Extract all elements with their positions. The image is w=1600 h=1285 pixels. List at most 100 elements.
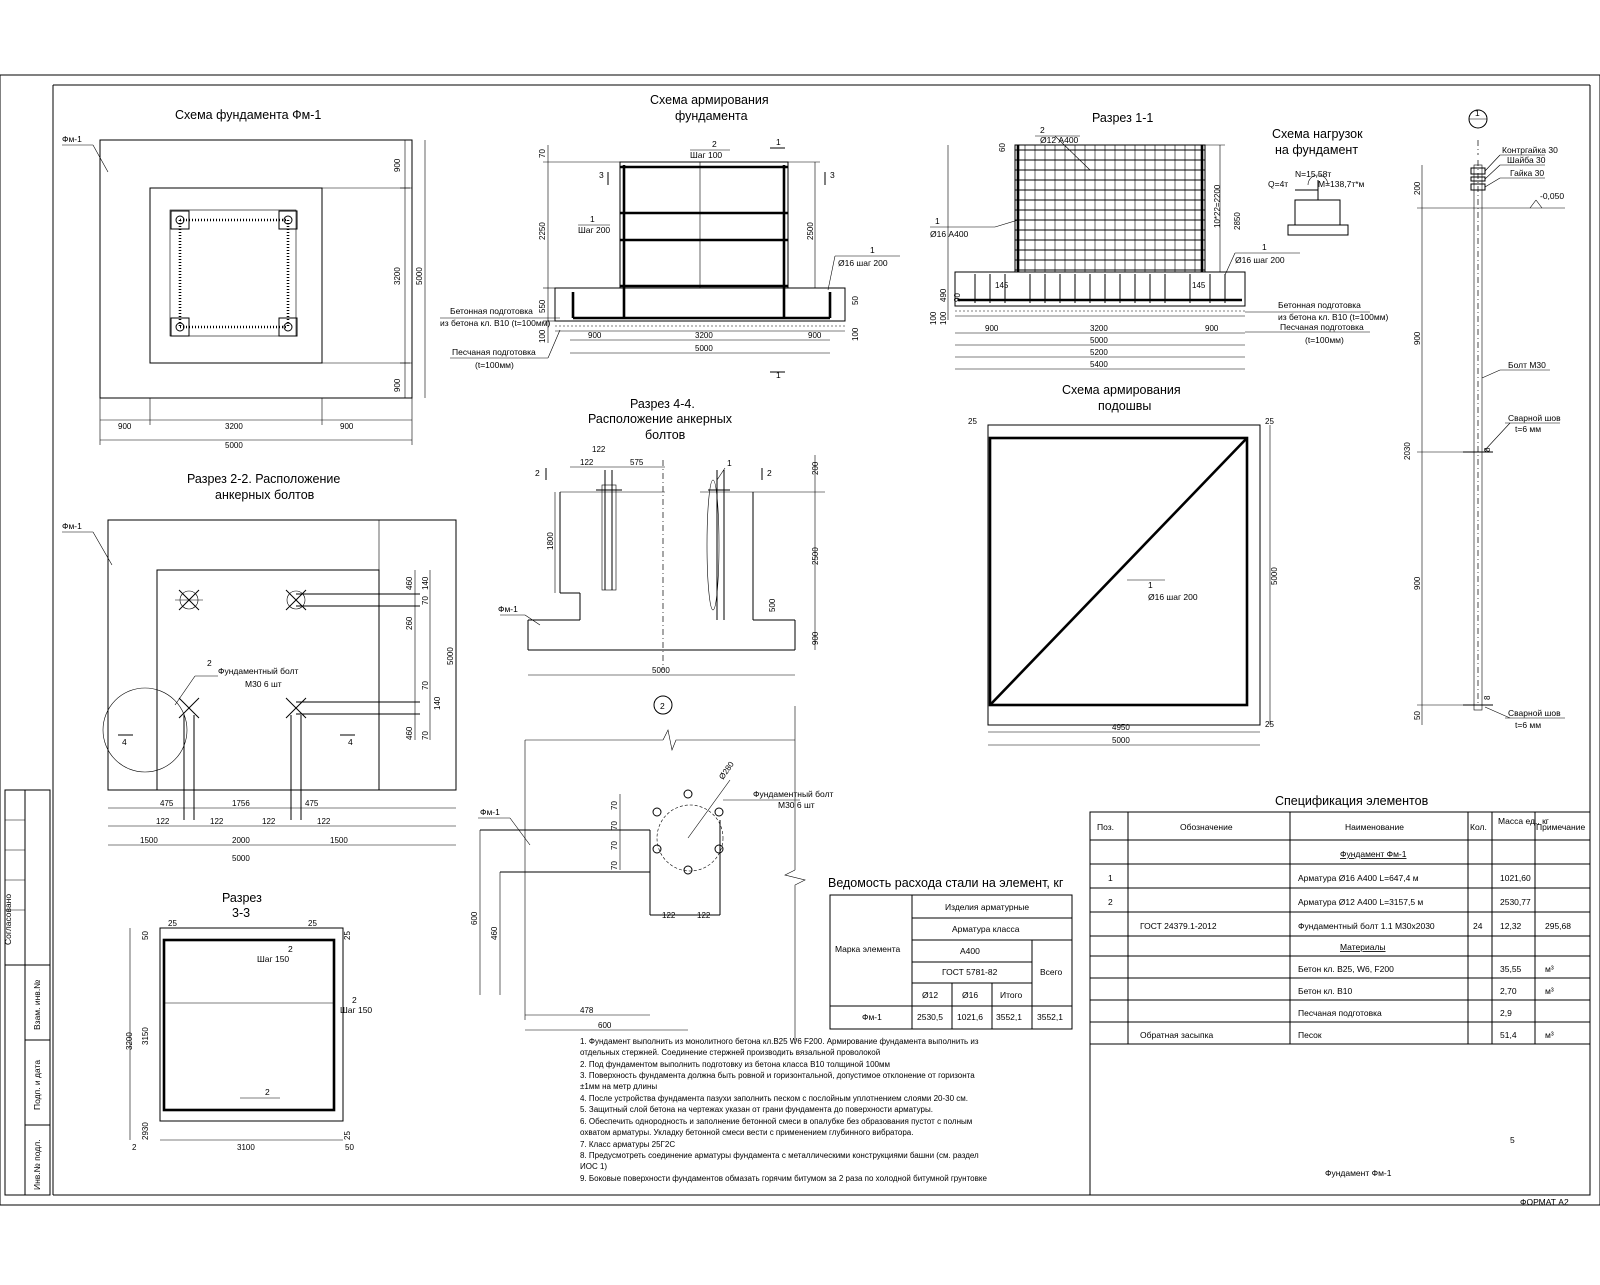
sec22-dim-70a: 70 [421, 596, 430, 605]
detail2-dim-478: 478 [580, 1006, 594, 1015]
sec22-bolt-tl [175, 589, 203, 611]
plan-dim-900b: 900 [393, 378, 402, 392]
steel-h-class: Арматура класса [952, 924, 1020, 934]
load-n: N=15,58т [1295, 169, 1331, 179]
sec11-dim-5000: 5000 [1090, 336, 1108, 345]
note-line-3: 3. Поверхность фундамента должна быть ро… [580, 1071, 975, 1080]
sole-title-2: подошвы [1098, 399, 1151, 413]
sec44-title-2: Расположение анкерных [588, 412, 733, 426]
spec-cell-3-5: 295,68 [1545, 921, 1571, 931]
sec11-dim-900a: 900 [985, 324, 999, 333]
spec-cell-8-5: м³ [1545, 1030, 1554, 1040]
steel-h-itogo: Итого [1000, 990, 1023, 1000]
bolt-dim-8b: 8 [1483, 695, 1492, 700]
note-line-12: 9. Боковые поверхности фундаментов обмаз… [580, 1174, 987, 1183]
sec22-dim-1500a: 1500 [140, 836, 158, 845]
steel-row-mark: Фм-1 [862, 1012, 882, 1022]
steel-h-d16: Ø16 [962, 990, 978, 1000]
sec22-bolt-bl [102, 687, 200, 820]
detail2-dim-600v: 600 [470, 911, 479, 925]
sec44-mark2-right: 2 [767, 468, 772, 478]
reinf-prep-1: Бетонная подготовка [450, 306, 533, 316]
spec-table: Спецификация элементов Поз. Обозначение … [1089, 794, 1591, 1045]
reinf-sand-2: (t=100мм) [475, 360, 514, 370]
spec-cell-5-2: Бетон кл. В25, W6, F200 [1298, 964, 1394, 974]
bolt-dim-900b: 900 [1413, 576, 1422, 590]
sec11-pos1a: 1 [935, 216, 940, 226]
detail2-dim-70d: 70 [610, 861, 619, 870]
sign-date-label: Подп. и дата [32, 1060, 42, 1110]
sec22-dim-1756: 1756 [232, 799, 250, 808]
sole-dim-4950: 4950 [1112, 723, 1130, 732]
detail2-dim-70a: 70 [610, 801, 619, 810]
sec11-sand-2: (t=100мм) [1305, 335, 1344, 345]
sec22-dim-70c: 70 [421, 731, 430, 740]
plan-dim-900d: 900 [340, 422, 354, 431]
sec11-title: Разрез 1-1 [1092, 111, 1153, 125]
agreed-label: Согласовано [3, 894, 13, 945]
spec-cell-1-4: 1021,60 [1500, 873, 1531, 883]
note-line-10: 8. Предусмотреть соединение арматуры фун… [580, 1151, 979, 1160]
plan-view: Схема фундамента Фм-1 Фм-1 900 3200 900 … [62, 108, 426, 450]
sec11-sand-1: Песчаная подготовка [1280, 322, 1364, 332]
sec22-dim-140a: 140 [421, 576, 430, 590]
steel-title: Ведомость расхода стали на элемент, кг [828, 876, 1064, 890]
bolt-weld1-b: t=6 мм [1515, 424, 1541, 434]
sec22-dim-2000: 2000 [232, 836, 250, 845]
bolt-weld2-a: Сварной шов [1508, 708, 1561, 718]
sec22-dim-460a: 460 [405, 576, 414, 590]
sec33-dim-25b: 25 [308, 919, 317, 928]
sec22-dim-122b: 122 [210, 817, 224, 826]
sec22-dim-122c: 122 [262, 817, 276, 826]
steel-h-a400: А400 [960, 946, 980, 956]
steel-row-d16: 1021,6 [957, 1012, 983, 1022]
reinf-title-2: фундамента [675, 109, 748, 123]
section-1-1: Разрез 1-1 [929, 111, 1389, 370]
detail2-d280: Ø280 [717, 760, 736, 782]
spec-cell-6-5: м³ [1545, 986, 1554, 996]
sec33-step150b: Шаг 150 [340, 1005, 372, 1015]
plan-dim-3200h: 3200 [225, 422, 243, 431]
sec11-dim-10x220: 10*22=2200 [1213, 184, 1222, 228]
note-line-6: 5. Защитный слой бетона на чертежах указ… [580, 1105, 933, 1114]
sec22-pos2: 2 [207, 658, 212, 668]
reinf-dim-2500: 2500 [806, 222, 815, 240]
sole-dim-25a: 25 [968, 417, 977, 426]
reinf-dim-50: 50 [851, 296, 860, 305]
sheet-frame [0, 74, 1600, 1206]
sheet-title: Фундамент Фм-1 [1325, 1168, 1392, 1178]
sole-dim-25b: 25 [1265, 417, 1274, 426]
detail2-dim-122b: 122 [697, 911, 711, 920]
sec44-dim-122top: 122 [592, 445, 606, 454]
sole-pos1: 1 [1148, 580, 1153, 590]
detail-2: 2 Ø280 Фундаментный болт М30 6 шт 70 70 … [470, 695, 834, 1040]
sec22-bolt-br [285, 697, 420, 820]
sec44-dim-900: 900 [811, 631, 820, 645]
steel-h-gost: ГОСТ 5781-82 [942, 967, 998, 977]
spec-h-note: Примечание [1536, 822, 1585, 832]
detail2-dim-70c: 70 [610, 841, 619, 850]
steel-h-mark: Марка элемента [835, 944, 901, 954]
bolt-dim-50: 50 [1413, 711, 1422, 720]
load-q: Q=4т [1268, 179, 1288, 189]
sec22-dim-70b: 70 [421, 681, 430, 690]
note-line-9: 7. Класс арматуры 25Г2С [580, 1140, 675, 1149]
sec44-fm1-label: Фм-1 [498, 604, 518, 614]
bolt-m30-label: Болт М30 [1508, 360, 1546, 370]
sec11-d16s200: Ø16 шаг 200 [1235, 255, 1285, 265]
reinforcement-elevation: Схема армирования фундамента 70 2250 550… [440, 93, 900, 380]
detail2-dim-460: 460 [490, 926, 499, 940]
bolt-detail: 1 200 900 900 50 2030 8 8 Контргайка 30 … [1403, 108, 1565, 730]
sole-dim-5000h: 5000 [1112, 736, 1130, 745]
sole-d16s200: Ø16 шаг 200 [1148, 592, 1198, 602]
sec44-dim-122b: 122 [580, 458, 594, 467]
reinf-dim-5000: 5000 [695, 344, 713, 353]
plan-dim-3200v: 3200 [393, 267, 402, 285]
bolt-dim-8a: 8 [1483, 447, 1492, 452]
sec33-dim-25c: 25 [343, 931, 352, 940]
sec22-mark4-left: 4 [122, 737, 127, 747]
sec11-dim-145b: 145 [1192, 281, 1206, 290]
sec22-title-1: Разрез 2-2. Расположение [187, 472, 340, 486]
spec-cell-3-3: 24 [1473, 921, 1483, 931]
